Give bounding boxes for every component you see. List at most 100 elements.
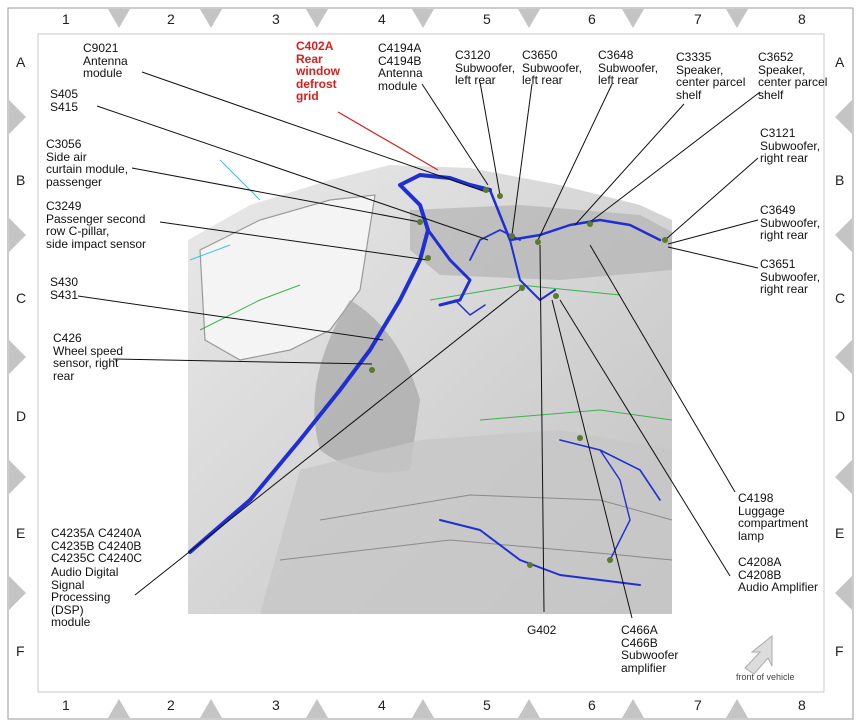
callout-c466-line: Subwoofer <box>621 648 679 663</box>
callout-c402a-line: Rear <box>296 51 323 66</box>
grid-row-left-B: B <box>16 172 26 188</box>
grid-column-bottom-5: 5 <box>483 697 491 713</box>
callout-c3249-line: C3249 <box>46 199 82 213</box>
grid-column-bottom-6: 6 <box>588 697 596 713</box>
grid-column-bottom-8: 8 <box>798 697 806 713</box>
callout-c426-line: rear <box>53 368 75 383</box>
leader-c402a <box>337 111 439 171</box>
grid-markers-left <box>9 100 26 610</box>
front-of-vehicle-arrow-icon <box>744 634 773 675</box>
grid-row-right-D: D <box>835 408 846 424</box>
callout-c3056-line: Side air <box>46 149 87 164</box>
grid-column-top-5: 5 <box>483 11 491 27</box>
grid-column-top-1: 1 <box>62 11 70 27</box>
callout-s405-line: S405 <box>50 87 79 101</box>
callout-c3650-line: C3650 <box>522 48 558 62</box>
callout-c3651-line: C3651 <box>760 257 796 271</box>
grid-column-top-4: 4 <box>378 11 386 27</box>
callout-c4208-line: C4208A <box>738 555 782 569</box>
front-of-vehicle-label: front of vehicle <box>736 672 795 682</box>
grid-row-right-B: B <box>835 172 845 188</box>
callout-c3249-line: side impact sensor <box>46 236 147 251</box>
callout-c9021-line: C9021 <box>83 41 119 55</box>
grid-row-left-D: D <box>16 408 27 424</box>
callout-c466-line: amplifier <box>621 660 667 675</box>
grid-row-right-F: F <box>835 643 844 659</box>
callout-c3249-line: Passenger second <box>46 211 146 226</box>
grid-row-left-C: C <box>16 290 27 306</box>
callout-c466-line: C466A <box>621 623 658 637</box>
callout-c3650-line: left rear <box>522 73 563 88</box>
callout-c4194-line: C4194B <box>378 53 422 68</box>
callout-c4194-line: module <box>378 78 418 93</box>
callout-s430-line: S430 <box>50 275 79 289</box>
callout-c3652-line: Speaker, <box>758 62 806 77</box>
grid-column-bottom-4: 4 <box>378 697 386 713</box>
callout-c3121-line: right rear <box>760 151 809 166</box>
callout-c9021-line: Antenna <box>83 53 128 68</box>
vehicle-illustration <box>188 100 673 614</box>
callout-c3335-line: C3335 <box>676 50 712 64</box>
callout-c3649-line: Subwoofer, <box>760 215 821 230</box>
grid-markers-right <box>835 100 852 610</box>
callout-dsp-line: Processing <box>51 590 111 605</box>
grid-column-bottom-7: 7 <box>694 697 702 713</box>
grid-column-top-3: 3 <box>272 11 280 27</box>
callout-dsp-line: module <box>51 615 91 630</box>
grid-column-top-6: 6 <box>588 11 596 27</box>
callout-c3121-line: Subwoofer, <box>760 138 821 153</box>
callout-c3651-line: Subwoofer, <box>760 269 821 284</box>
grid-markers-bottom <box>108 699 748 718</box>
callout-c4198-line: compartment <box>738 516 809 531</box>
callout-c3120-line: C3120 <box>455 48 491 62</box>
callout-s405-line: S415 <box>50 99 79 114</box>
callout-c3649-line: C3649 <box>760 203 796 217</box>
callout-c3335-line: shelf <box>676 87 702 102</box>
callout-g402-line: G402 <box>527 623 557 637</box>
callout-c426-line: Wheel speed <box>53 343 124 358</box>
diagram-border <box>7 7 854 720</box>
connector-markers <box>369 187 668 568</box>
grid-column-bottom-1: 1 <box>62 697 70 713</box>
callout-c4240-line: C4240B <box>98 538 142 553</box>
grid-row-left-E: E <box>16 525 26 541</box>
callout-dsp-line: (DSP) <box>51 602 84 617</box>
callout-c3056-line: C3056 <box>46 137 82 151</box>
callout-c3335-line: Speaker, <box>676 62 724 77</box>
callout-c3056-line: curtain module, <box>46 162 129 177</box>
grid-markers-top <box>108 9 748 28</box>
grid-column-bottom-3: 3 <box>272 697 280 713</box>
callout-c3249-line: row C-pillar, <box>46 224 110 239</box>
callout-c4235-line: C4235A <box>51 526 95 540</box>
callout-c9021-line: module <box>83 66 123 81</box>
grid-column-top-2: 2 <box>167 11 175 27</box>
grid-column-bottom-2: 2 <box>167 697 175 713</box>
callout-c3120-line: left rear <box>455 73 496 88</box>
callout-c402a-line: grid <box>296 89 319 104</box>
callout-c466-line: C466B <box>621 635 658 650</box>
callout-c3335-line: center parcel <box>676 75 746 90</box>
leader-lines <box>77 71 761 619</box>
callout-c3652-line: shelf <box>758 87 784 102</box>
callout-c3648-line: C3648 <box>598 48 634 62</box>
callout-c4194-line: Antenna <box>378 66 423 81</box>
callout-c4198-line: C4198 <box>738 491 774 505</box>
callout-c426-line: C426 <box>53 331 82 345</box>
